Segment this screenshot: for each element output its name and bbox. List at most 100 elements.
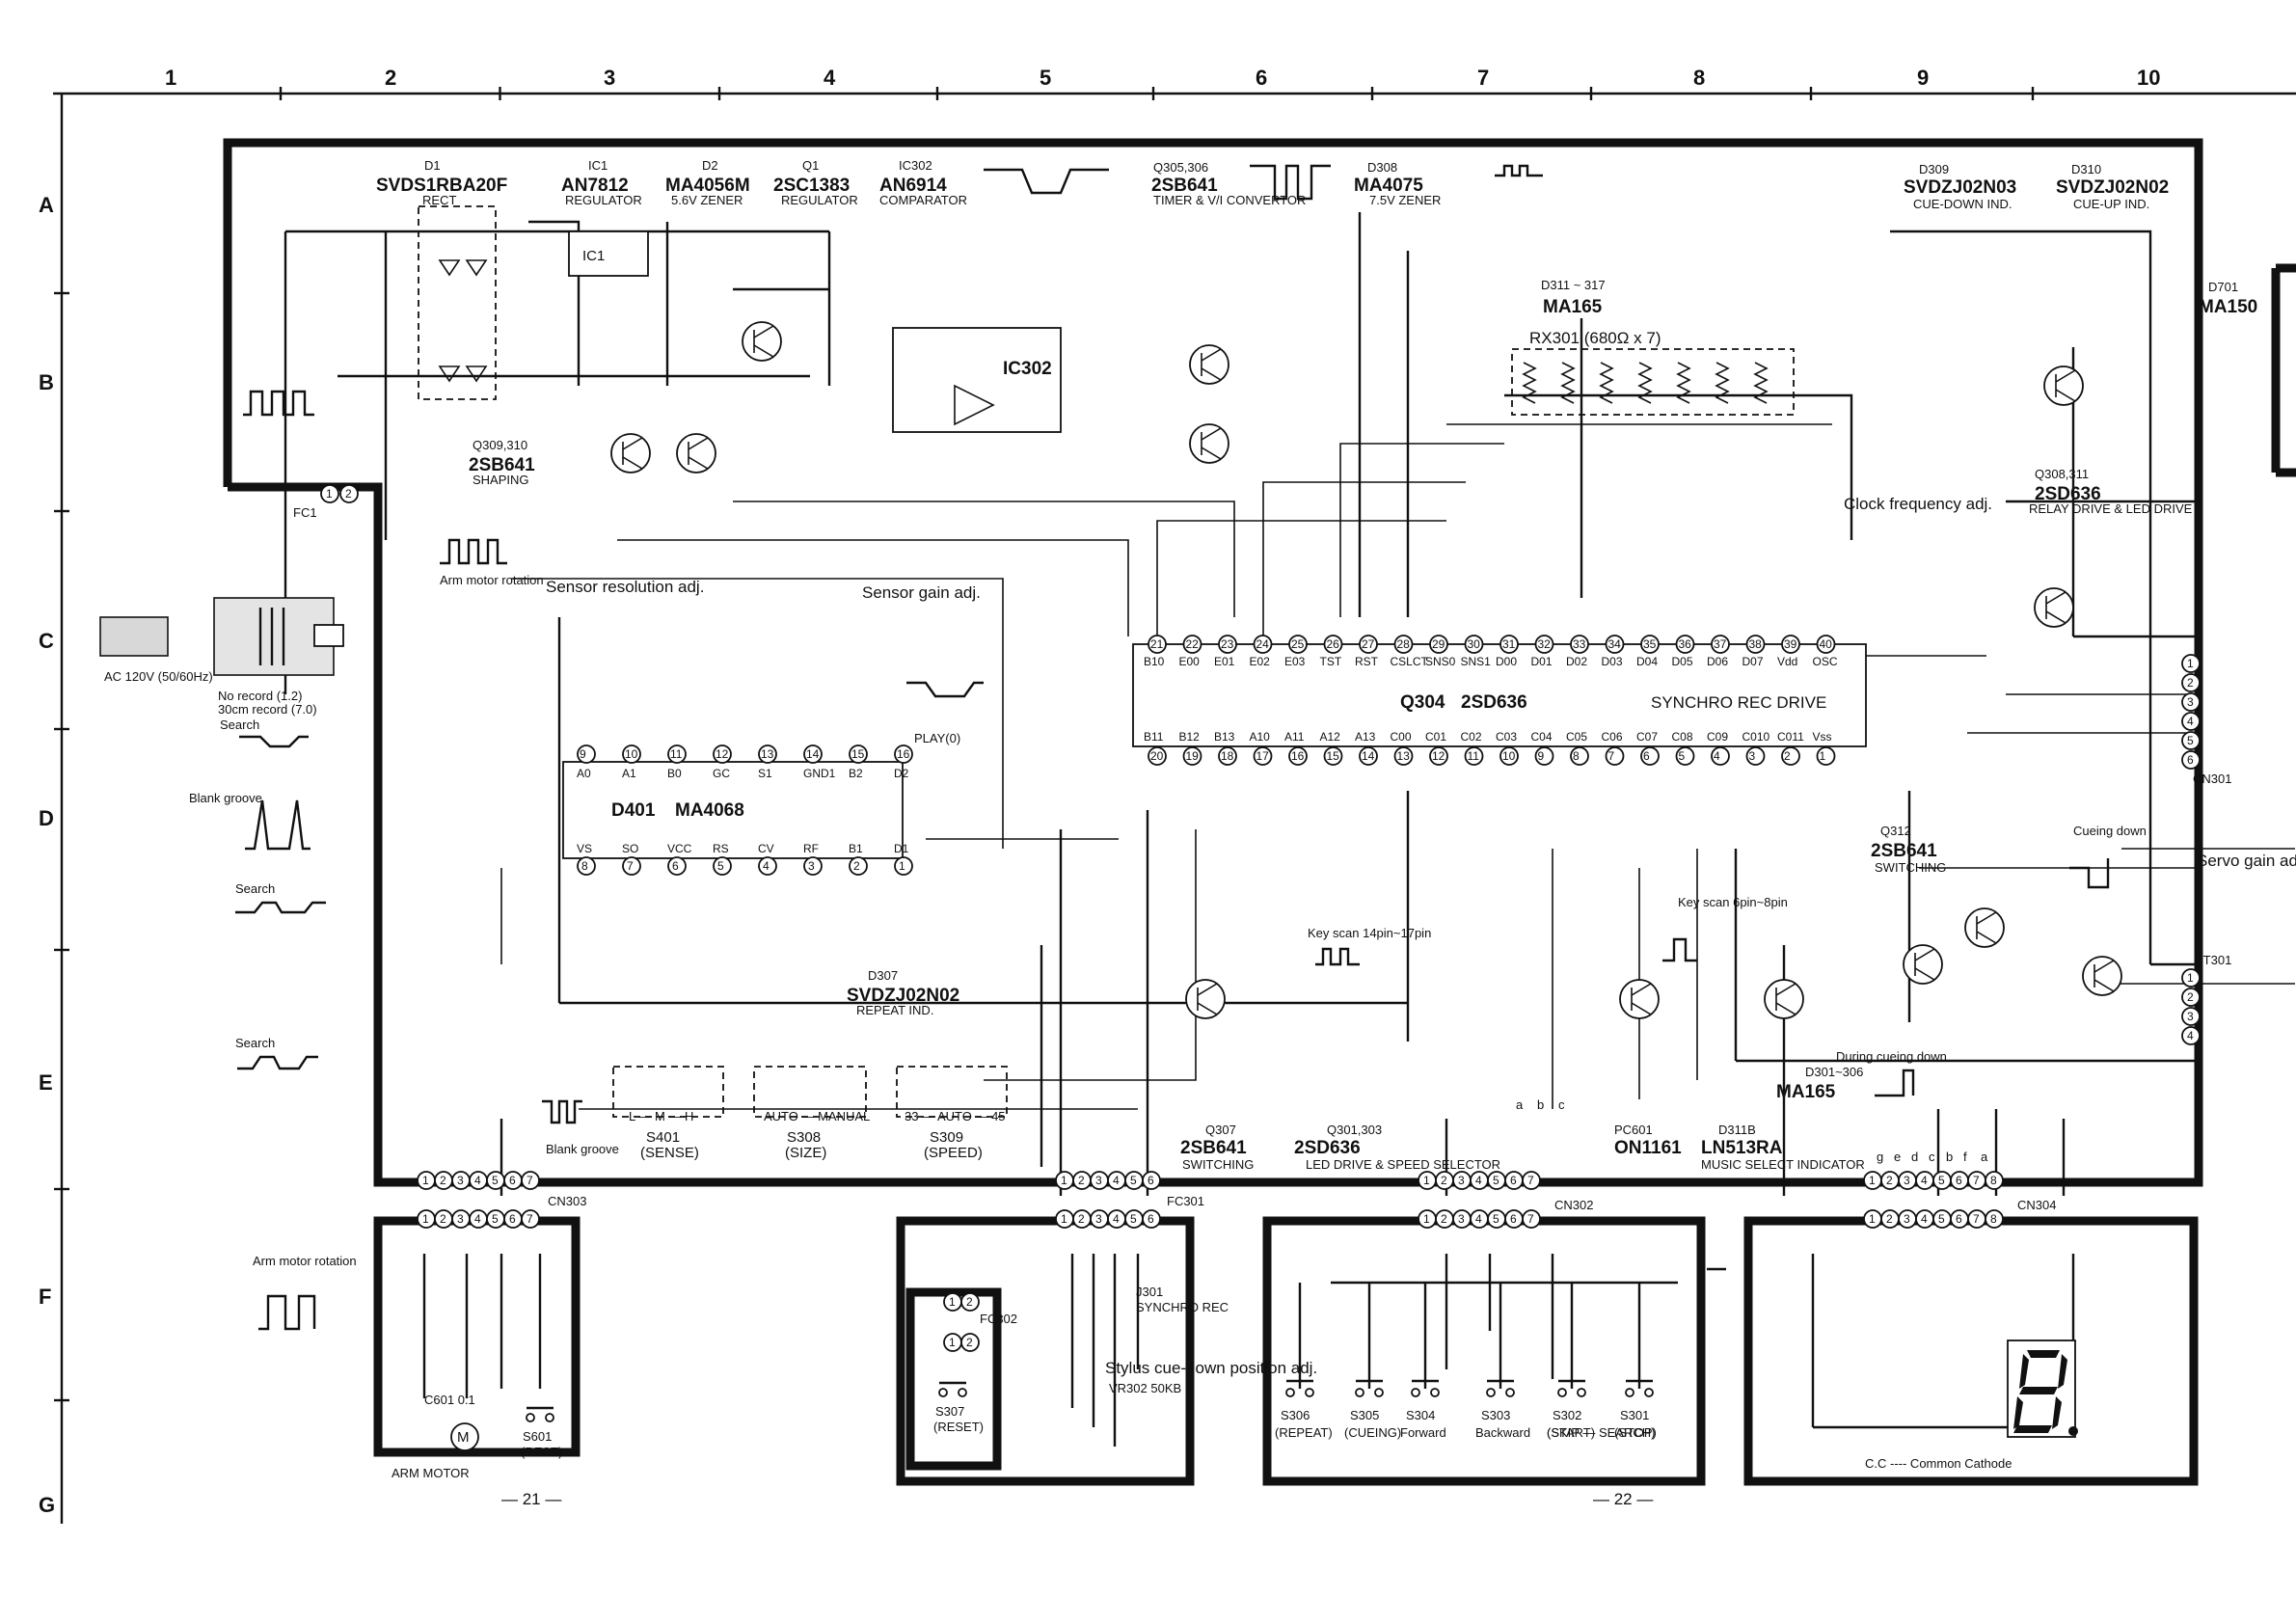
svg-text:IC1: IC1 xyxy=(588,158,608,173)
ic301-pin-C00: C00 xyxy=(1391,730,1412,744)
svg-text:2: 2 xyxy=(2187,990,2194,1004)
bridge-rectifier xyxy=(418,205,497,400)
svg-text:1: 1 xyxy=(1423,1174,1430,1187)
power-transformer xyxy=(99,597,344,676)
arm-motor-rotation-label-2: Arm motor rotation xyxy=(253,1254,357,1268)
svg-text:PC601: PC601 xyxy=(1614,1123,1653,1137)
grid-row-E: E xyxy=(39,1070,53,1095)
sensor-resolution-label: Sensor resolution adj. xyxy=(546,578,704,596)
switch-board-left xyxy=(896,1216,1195,1486)
svg-text:CUE-DOWN IND.: CUE-DOWN IND. xyxy=(1913,197,2012,211)
ic301-pin-E00: E00 xyxy=(1179,655,1201,668)
svg-text:11: 11 xyxy=(670,747,683,761)
svg-text:MA4056M: MA4056M xyxy=(665,176,750,196)
ic301-pin-TST: TST xyxy=(1320,655,1342,668)
ic401-pin-B2: B2 xyxy=(849,767,863,780)
waveform-sketches xyxy=(235,164,2110,1331)
svg-text:2SD636: 2SD636 xyxy=(2035,484,2101,504)
ic301-pin-Vdd: Vdd xyxy=(1777,655,1797,668)
arm-motor-label: ARM MOTOR xyxy=(392,1466,470,1480)
svg-text:29: 29 xyxy=(1432,637,1445,651)
ic301-pin-C011: C011 xyxy=(1777,730,1804,744)
svg-text:1: 1 xyxy=(1423,1212,1430,1226)
svg-text:1: 1 xyxy=(899,859,905,873)
stylus-cue-down-label: Stylus cue-down position adj. xyxy=(1105,1359,1317,1377)
switch-board-main xyxy=(1262,1216,1706,1486)
cn304-label: CN304 xyxy=(2017,1198,2056,1212)
ic301-pin-SNS1: SNS1 xyxy=(1461,655,1492,668)
ic301-pin-B13: B13 xyxy=(1214,730,1235,744)
ic301-pin-RST: RST xyxy=(1355,655,1379,668)
svg-text:4: 4 xyxy=(1113,1174,1120,1187)
s401-label: (SENSE) xyxy=(640,1145,699,1161)
svg-text:24: 24 xyxy=(1256,637,1270,651)
ic401-amplifier: 9A010A111B012GC13S114GND115B216D28VS7SO6… xyxy=(562,744,913,876)
svg-text:4: 4 xyxy=(1921,1174,1928,1187)
main-board-outline xyxy=(223,138,2296,1486)
svg-text:8: 8 xyxy=(1990,1212,1997,1226)
ic301-pin-E01: E01 xyxy=(1214,655,1235,668)
svg-text:2: 2 xyxy=(2187,676,2194,690)
grid-col-7: 7 xyxy=(1477,66,1489,90)
annotations: AC 120V (50/60Hz) Arm motor rotation Arm… xyxy=(104,495,2296,1508)
grid-col-10: 10 xyxy=(2137,66,2160,90)
svg-text:Q312: Q312 xyxy=(1880,824,1911,838)
svg-text:26: 26 xyxy=(1327,637,1340,651)
svg-text:ON1161: ON1161 xyxy=(1614,1138,1682,1158)
svg-text:4: 4 xyxy=(1475,1212,1482,1226)
svg-text:34: 34 xyxy=(1608,637,1622,651)
svg-text:1: 1 xyxy=(1869,1212,1876,1226)
svg-text:1: 1 xyxy=(422,1174,429,1187)
svg-text:33: 33 xyxy=(1573,637,1586,651)
cueing-down-label: Cueing down xyxy=(2073,824,2147,838)
svg-text:SVDZJ02N02: SVDZJ02N02 xyxy=(847,986,959,1006)
s401-name: S401 xyxy=(646,1129,680,1146)
svg-text:2: 2 xyxy=(853,859,860,873)
svg-text:5: 5 xyxy=(1130,1174,1137,1187)
s401-positions: L — M — H xyxy=(629,1109,693,1123)
ic301-pin-C07: C07 xyxy=(1636,730,1658,744)
transistors xyxy=(610,321,2122,1019)
transistor-symbol xyxy=(1185,979,1226,1019)
ic301-pin-CSLCT: CSLCT xyxy=(1391,655,1429,668)
svg-text:SWITCHING: SWITCHING xyxy=(1182,1157,1254,1172)
svg-text:COMPARATOR: COMPARATOR xyxy=(879,193,967,207)
svg-text:21: 21 xyxy=(1150,637,1164,651)
ic301-pin-D06: D06 xyxy=(1707,655,1728,668)
svg-text:6: 6 xyxy=(509,1174,516,1187)
ic301-pin-E02: E02 xyxy=(1250,655,1271,668)
svg-text:D2: D2 xyxy=(702,158,718,173)
ic301-part-label: 2SD636 xyxy=(1461,692,1527,713)
svg-text:SVDS1RBA20F: SVDS1RBA20F xyxy=(376,176,507,196)
svg-text:32: 32 xyxy=(1538,637,1552,651)
rx301-label: RX301 (680Ω x 7) xyxy=(1529,329,1661,347)
arm-motor-rotation-label: Arm motor rotation xyxy=(440,573,544,587)
svg-text:6: 6 xyxy=(1510,1174,1517,1187)
s309-positions: 33 — AUTO — 45 xyxy=(905,1109,1006,1123)
s305-name: S305 xyxy=(1350,1408,1379,1422)
grid-col-1: 1 xyxy=(165,66,176,90)
svg-text:15: 15 xyxy=(1327,749,1340,763)
svg-text:4: 4 xyxy=(2187,715,2194,728)
grid-row-G: G xyxy=(39,1493,55,1517)
svg-text:6: 6 xyxy=(2187,753,2194,767)
svg-text:REPEAT IND.: REPEAT IND. xyxy=(856,1003,933,1017)
svg-text:SWITCHING: SWITCHING xyxy=(1875,860,1946,875)
svg-text:10: 10 xyxy=(1502,749,1516,763)
grid-col-2: 2 xyxy=(385,66,396,90)
grid-frame xyxy=(53,87,2296,1524)
svg-text:4: 4 xyxy=(474,1174,481,1187)
svg-text:Q307: Q307 xyxy=(1205,1123,1236,1137)
grid-col-6: 6 xyxy=(1256,66,1267,90)
svg-text:7: 7 xyxy=(1973,1212,1980,1226)
svg-text:9: 9 xyxy=(580,747,586,761)
svg-text:2SB641: 2SB641 xyxy=(469,455,535,475)
s306-name: S306 xyxy=(1281,1408,1310,1422)
svg-text:Q309,310: Q309,310 xyxy=(473,438,527,452)
